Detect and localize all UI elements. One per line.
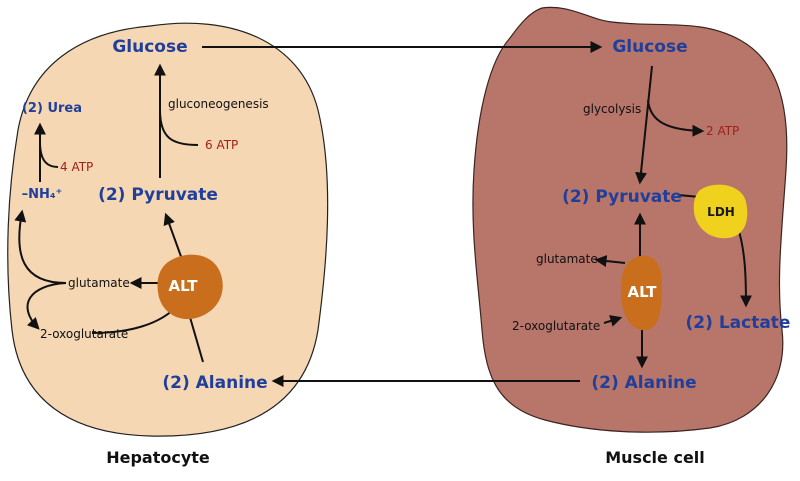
- hepatocyte-alt-label: ALT: [169, 277, 199, 295]
- hepatocyte-glucose: Glucose: [112, 37, 187, 57]
- atp-2-branch: [647, 99, 705, 137]
- atp-6-label: 6 ATP: [205, 138, 238, 152]
- muscle-glucose: Glucose: [612, 37, 687, 57]
- muscle-alt-enzyme: [620, 255, 662, 331]
- alt-to-muscle-glutamate-arrow: [594, 255, 626, 267]
- glutamate-to-oxoglutarate-arrow: [26, 282, 67, 330]
- ldh-enzyme: [693, 184, 748, 239]
- hepatocyte-name: Hepatocyte: [106, 448, 210, 467]
- oxoglutarate-to-alt-line: [603, 315, 623, 327]
- glutamate-to-ammonium-arrow: [14, 209, 67, 284]
- muscle-name: Muscle cell: [605, 448, 705, 467]
- muscle-pyruvate: (2) Pyruvate: [562, 187, 682, 207]
- hepatocyte-alanine: (2) Alanine: [162, 373, 267, 393]
- atp-4-label: 4 ATP: [60, 160, 93, 174]
- atp-6-branch: [159, 109, 199, 146]
- urea: (2) Urea: [22, 101, 82, 116]
- muscle-alt-label: ALT: [628, 283, 658, 301]
- atp-2-label: 2 ATP: [706, 124, 739, 138]
- glycolysis-label: glycolysis: [583, 102, 641, 116]
- hepatocyte-alt-enzyme: [157, 254, 223, 320]
- muscle-cell: [472, 6, 788, 433]
- ldh-label: LDH: [707, 205, 735, 219]
- ammonium: –NH₄⁺: [22, 187, 63, 202]
- atp-4-branch: [39, 141, 59, 168]
- hepatocyte-cell: [7, 22, 329, 437]
- muscle-oxoglutarate: 2-oxoglutarate: [512, 319, 600, 333]
- muscle-glutamate: glutamate: [536, 252, 598, 266]
- lactate: (2) Lactate: [686, 313, 791, 333]
- hepatocyte-pyruvate: (2) Pyruvate: [98, 185, 218, 205]
- hepatocyte-glutamate: glutamate: [68, 276, 130, 290]
- ldh-to-lactate-arrow: [737, 227, 752, 308]
- alt-to-pyruvate-arrow: [163, 212, 184, 263]
- gluconeogenesis-label: gluconeogenesis: [168, 97, 269, 111]
- muscle-alanine: (2) Alanine: [591, 373, 696, 393]
- hepatocyte-oxoglutarate: 2-oxoglutarate: [40, 327, 128, 341]
- glycolysis-arrow: [635, 65, 653, 185]
